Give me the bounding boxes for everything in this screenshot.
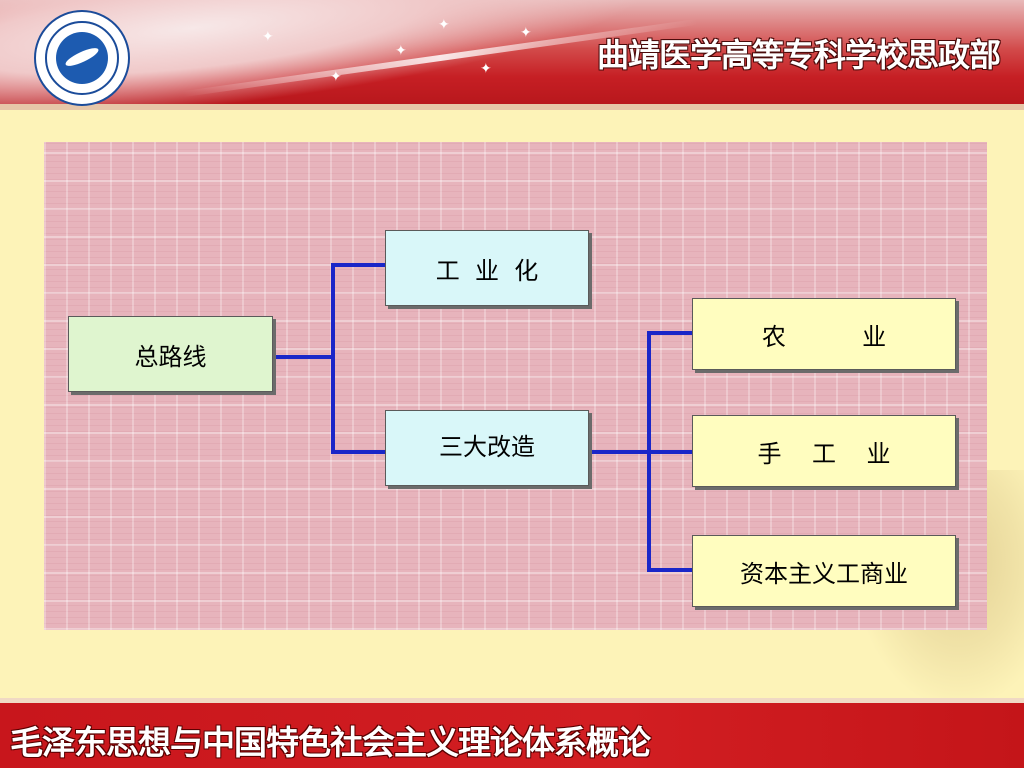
sparkle-icon: ✦ (480, 61, 492, 77)
node-handicraft: 手 工 业 (692, 415, 956, 487)
node-industrialization: 工 业 化 (385, 230, 589, 306)
course-title: 毛泽东思想与中国特色社会主义理论体系概论 (10, 723, 651, 762)
node-general-line: 总路线 (68, 316, 273, 392)
node-agriculture: 农 业 (692, 298, 956, 370)
node-capitalist-commerce: 资本主义工商业 (692, 535, 956, 607)
banner-bottom-rule (0, 104, 1024, 110)
school-title: 曲靖医学高等专科学校思政部 (596, 36, 1001, 74)
sparkle-icon: ✦ (520, 25, 532, 41)
connector-root-to-level1 (271, 263, 387, 454)
connector-three-to-level2 (587, 331, 694, 572)
logo-ring (45, 21, 119, 95)
sparkle-icon: ✦ (438, 17, 450, 33)
school-logo-icon (34, 10, 130, 106)
bottom-banner (0, 698, 1024, 768)
logo-core (56, 32, 108, 84)
top-banner: ✦ ✦ ✦ ✦ ✦ ✦ (0, 0, 1024, 110)
sparkle-icon: ✦ (262, 29, 274, 45)
sparkle-icon: ✦ (395, 43, 407, 59)
bottom-banner-rule (0, 698, 1024, 703)
sparkle-icon: ✦ (330, 69, 342, 85)
node-three-transformations: 三大改造 (385, 410, 589, 486)
